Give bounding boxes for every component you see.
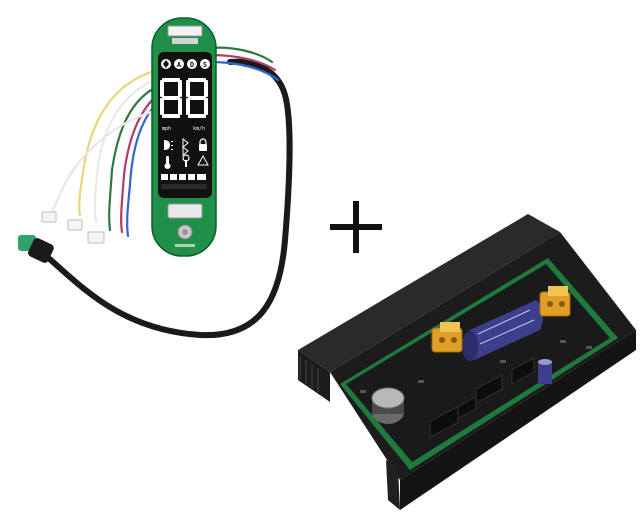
headlight-icon [164,140,173,150]
green-plug [18,235,54,263]
unit-kmh: km/h [193,126,205,132]
xt60-left [431,322,463,353]
warning-icon [197,154,209,166]
capacitor-large [462,300,544,361]
status-icons [164,137,209,169]
capacitor-small [371,387,405,424]
xt60-right [539,286,571,317]
lcd-panel [158,52,212,198]
smd-components [360,340,592,393]
controller-board [298,214,636,510]
thermometer-icon [164,156,171,169]
mode-button-d: D [190,61,194,69]
mode-button-s: S [203,61,207,69]
heatsink-fins [299,356,319,392]
unit-mph: mph [162,126,171,132]
bluetooth-icon [182,137,189,157]
mode-button-a: A [177,61,182,69]
jst-connectors [41,211,105,244]
main-cable [42,58,293,339]
plus-separator [330,201,382,253]
dashboard-board: A D S mph km/h [18,17,293,339]
capacitor-upright [538,359,552,384]
pin-connectors [429,357,535,439]
battery-bar [161,174,207,189]
mode-buttons: A D S [161,59,210,69]
lock-icon [199,138,207,151]
wrench-icon [182,154,190,167]
speed-digits [160,78,208,118]
